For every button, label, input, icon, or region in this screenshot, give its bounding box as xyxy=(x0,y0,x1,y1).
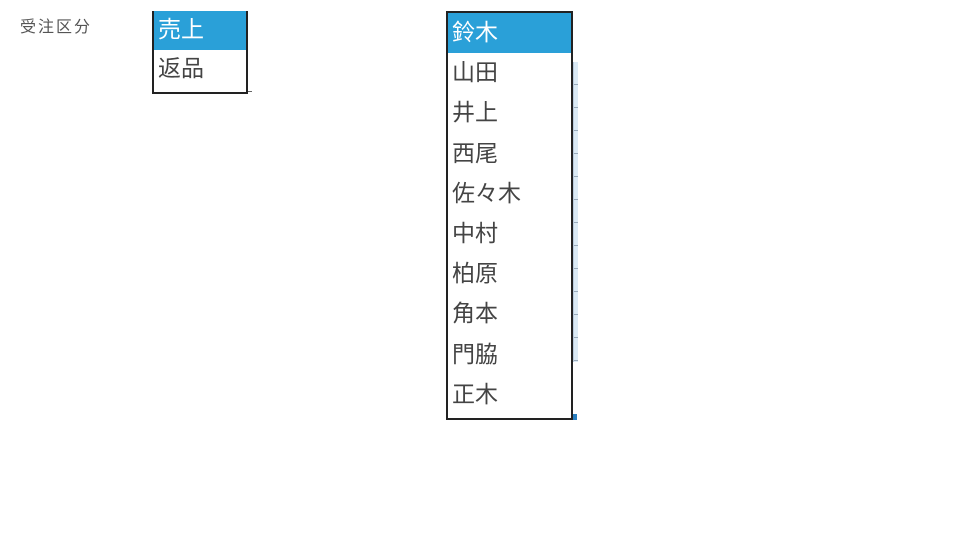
order-type-option-return[interactable]: 返品 xyxy=(158,56,204,82)
staff-option[interactable]: 鈴木 xyxy=(448,13,571,54)
staff-option[interactable]: 正木 xyxy=(452,381,498,408)
staff-option[interactable]: 西尾 xyxy=(452,140,498,167)
staff-option[interactable]: 角本 xyxy=(452,301,498,328)
staff-option[interactable]: 柏原 xyxy=(452,261,498,288)
staff-option[interactable]: 井上 xyxy=(452,100,498,127)
staff-dropdown-list[interactable]: 鈴木 山田 井上 西尾 佐々木 中村 柏原 角本 門脇 正木 xyxy=(446,11,573,420)
order-type-label: 受注区分 xyxy=(20,17,93,36)
order-type-option-sales[interactable]: 売上 xyxy=(154,11,246,50)
staff-option[interactable]: 山田 xyxy=(452,60,498,87)
staff-option[interactable]: 中村 xyxy=(452,220,498,247)
staff-option[interactable]: 佐々木 xyxy=(452,180,521,207)
order-type-dropdown-list[interactable]: 売上 返品 xyxy=(152,11,248,94)
background-table-edge xyxy=(573,414,577,420)
background-table-edge xyxy=(573,62,578,362)
staff-option[interactable]: 門脇 xyxy=(452,341,498,368)
